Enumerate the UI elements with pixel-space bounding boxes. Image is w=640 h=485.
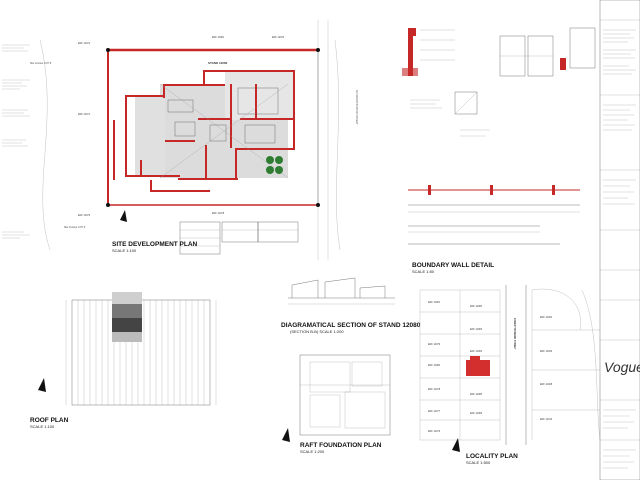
locality-street-label: FOREST BUSHIRD STREET [513, 318, 516, 350]
contour-label: Site Contour 1477.0 [64, 226, 86, 229]
erf-label: ERF 12084 [470, 350, 483, 353]
erf-label: ERF 12008 [540, 383, 553, 386]
locality-plan-scale: SCALE 1:500 [466, 460, 491, 465]
erf-label: ERF 12079 [78, 214, 91, 217]
signature-logo: Vogue [604, 359, 640, 375]
title-block: Vogue [599, 0, 640, 481]
erf-label: ERF 12070 [272, 36, 285, 39]
erf-label: ERF 12000 [540, 316, 553, 319]
locality-plan-title: LOCALITY PLAN [466, 453, 518, 460]
erf-label: ERF 12079 [428, 343, 441, 346]
site-development-plan: SITE DEVELOPMENT PLAN SCALE 1:100 STAND … [30, 20, 358, 260]
erf-label: ERF 12080 [428, 364, 441, 367]
street-label: Mt FOREST BUSHIRD STREET [355, 90, 358, 125]
section-subtitle: (SECTION B-B) SCALE 1:200 [290, 329, 344, 334]
section-title: DIAGRAMATICAL SECTION OF STAND 12080 [281, 322, 421, 329]
erf-label: ERF 12082 [470, 305, 483, 308]
erf-label: ERF 12016 [540, 418, 553, 421]
erf-label: ERF 12083 [470, 328, 483, 331]
raft-plan-title: RAFT FOUNDATION PLAN [300, 442, 382, 449]
raft-foundation-plan: RAFT FOUNDATION PLAN SCALE 1:200 [282, 354, 391, 454]
roof-plan-title: ROOF PLAN [30, 417, 69, 424]
locality-plan: ERF 12081 ERF 12082 ERF 12080 ERF 12083 … [419, 285, 601, 465]
erf-label: ERF 12085 [470, 393, 483, 396]
erf-label: ERF 12078 [212, 212, 225, 215]
raft-plan-scale: SCALE 1:200 [300, 449, 325, 454]
site-plan-scale: SCALE 1:100 [112, 248, 137, 253]
boundary-wall-scale: SCALE 1:50 [412, 269, 435, 274]
erf-label: ERF 12081 [212, 36, 225, 39]
section-drawing: DIAGRAMATICAL SECTION OF STAND 12080 (SE… [281, 277, 421, 334]
site-plan-title: SITE DEVELOPMENT PLAN [112, 241, 198, 248]
erf-label: ERF 12006 [540, 350, 553, 353]
erf-label: ERF 12078 [428, 388, 441, 391]
stand-label: STAND 12080 [208, 61, 228, 65]
erf-label: ERF 12077 [428, 410, 441, 413]
erf-label: ERF 12076 [428, 430, 441, 433]
boundary-wall-detail: BOUNDARY WALL DETAIL SCALE 1:50 [408, 185, 580, 274]
roof-plan-scale: SCALE 1:100 [30, 424, 55, 429]
erf-label: ERF 12086 [470, 412, 483, 415]
erf-label: ERF 12081 [428, 301, 441, 304]
contour-label: Site Contour 1477.5 [30, 62, 52, 65]
left-notes-column [2, 44, 30, 239]
boundary-wall-title: BOUNDARY WALL DETAIL [412, 262, 494, 269]
wall-details [402, 27, 596, 137]
erf-label: ERF 12072 [78, 42, 91, 45]
roof-plan: ROOF PLAN SCALE 1:100 [30, 292, 217, 429]
erf-label: ERF 12071 [78, 113, 91, 116]
